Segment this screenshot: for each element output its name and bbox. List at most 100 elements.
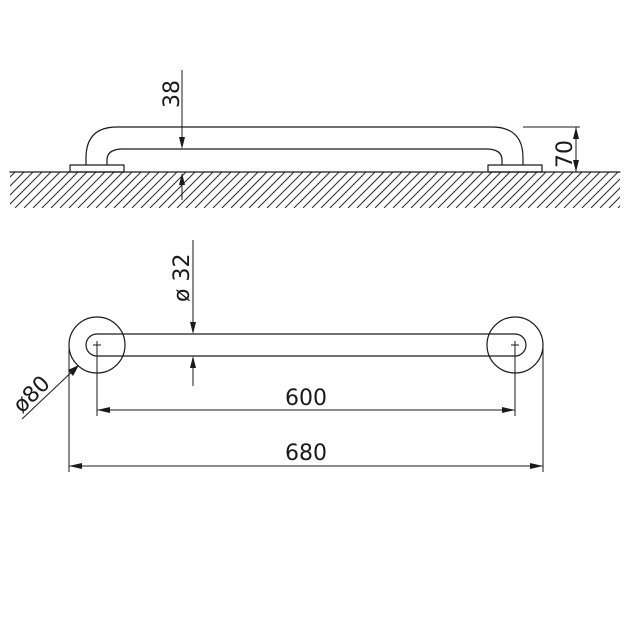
overall-arrow-right [530, 463, 543, 469]
side-view: 38 70 [0, 70, 621, 208]
tube-diameter-label: ø 32 [170, 254, 195, 302]
tube-outline [85, 333, 527, 357]
hatch-line [473, 172, 511, 208]
hatch-line [104, 172, 142, 208]
hatch-line [428, 172, 466, 208]
floor-hatching [0, 172, 620, 208]
height-arrow-top [573, 127, 579, 139]
hatch-line [203, 172, 241, 208]
hatch-line [32, 172, 70, 208]
hatch-line [113, 172, 151, 208]
hatch-line [545, 172, 583, 208]
hatch-line [23, 172, 61, 208]
hatch-line [329, 172, 367, 208]
grab-bar-inner-profile [106, 148, 503, 166]
hatch-line [140, 172, 178, 208]
hatch-line [248, 172, 286, 208]
hatch-line [491, 172, 529, 208]
center-distance-arrow-right [502, 407, 515, 413]
hatch-line [527, 172, 565, 208]
hatch-line [50, 172, 88, 208]
hatch-line [455, 172, 493, 208]
hatch-line [608, 196, 620, 208]
hatch-line [446, 172, 484, 208]
hatch-line [563, 172, 601, 208]
height-dimension-label: 70 [553, 140, 578, 168]
hatch-line [10, 172, 25, 187]
hatch-line [158, 172, 196, 208]
top-view: ø 32 ø80 600 680 [9, 240, 544, 472]
tube-dia-arrow-bottom [190, 356, 196, 368]
hatch-line [581, 172, 619, 208]
center-distance-arrow-left [97, 407, 110, 413]
hatch-line [77, 172, 115, 208]
hatch-line [419, 172, 457, 208]
hatch-line [194, 172, 232, 208]
hatch-line [509, 172, 547, 208]
left-center-mark [93, 341, 101, 349]
hatch-line [59, 172, 97, 208]
hatch-line [122, 172, 160, 208]
hatch-line [284, 172, 322, 208]
flange-dia-arrow [68, 365, 79, 376]
hatch-line [311, 172, 349, 208]
hatch-line [572, 172, 610, 208]
hatch-line [41, 172, 79, 208]
hatch-line [257, 172, 295, 208]
hatch-line [131, 172, 169, 208]
hatch-line [365, 172, 403, 208]
hatch-line [320, 172, 358, 208]
hatch-line [482, 172, 520, 208]
tube-dia-arrow-top [190, 322, 196, 334]
hatch-line [599, 187, 620, 208]
hatch-line [239, 172, 277, 208]
hatch-line [167, 172, 205, 208]
hatch-line [500, 172, 538, 208]
hatch-line [14, 172, 52, 208]
hatch-line [185, 172, 223, 208]
hatch-line [518, 172, 556, 208]
hatch-line [0, 172, 6, 208]
right-mount-plate [487, 164, 543, 173]
hatch-line [464, 172, 502, 208]
height-arrow-bottom [573, 160, 579, 172]
rise-dimension-label: 38 [160, 80, 185, 108]
hatch-line [230, 172, 268, 208]
right-center-mark [511, 341, 519, 349]
hatch-line [10, 172, 34, 196]
left-mount-plate [69, 164, 125, 173]
rise-arrow-bottom [179, 173, 185, 185]
hatch-line [617, 205, 620, 208]
hatch-line [95, 172, 133, 208]
rise-arrow-top [179, 137, 185, 149]
hatch-line [221, 172, 259, 208]
hatch-line [383, 172, 421, 208]
grab-bar-outer-profile [85, 126, 524, 166]
center-distance-label: 600 [285, 386, 327, 411]
hatch-line [176, 172, 214, 208]
hatch-line [68, 172, 106, 208]
flange-diameter-label: ø80 [9, 371, 56, 418]
hatch-line [356, 172, 394, 208]
hatch-line [302, 172, 340, 208]
hatch-line [10, 172, 43, 205]
overall-length-label: 680 [285, 441, 327, 466]
hatch-line [266, 172, 304, 208]
hatch-line [86, 172, 124, 208]
hatch-line [410, 172, 448, 208]
hatch-line [347, 172, 385, 208]
hatch-line [590, 178, 620, 208]
hatch-line [437, 172, 475, 208]
hatch-line [212, 172, 250, 208]
hatch-line [554, 172, 592, 208]
hatch-line [293, 172, 331, 208]
hatch-line [401, 172, 439, 208]
hatch-line [392, 172, 430, 208]
hatch-line [10, 172, 16, 178]
hatch-line [374, 172, 412, 208]
hatch-line [149, 172, 187, 208]
hatch-line [338, 172, 376, 208]
overall-arrow-left [69, 463, 82, 469]
hatch-line [536, 172, 574, 208]
